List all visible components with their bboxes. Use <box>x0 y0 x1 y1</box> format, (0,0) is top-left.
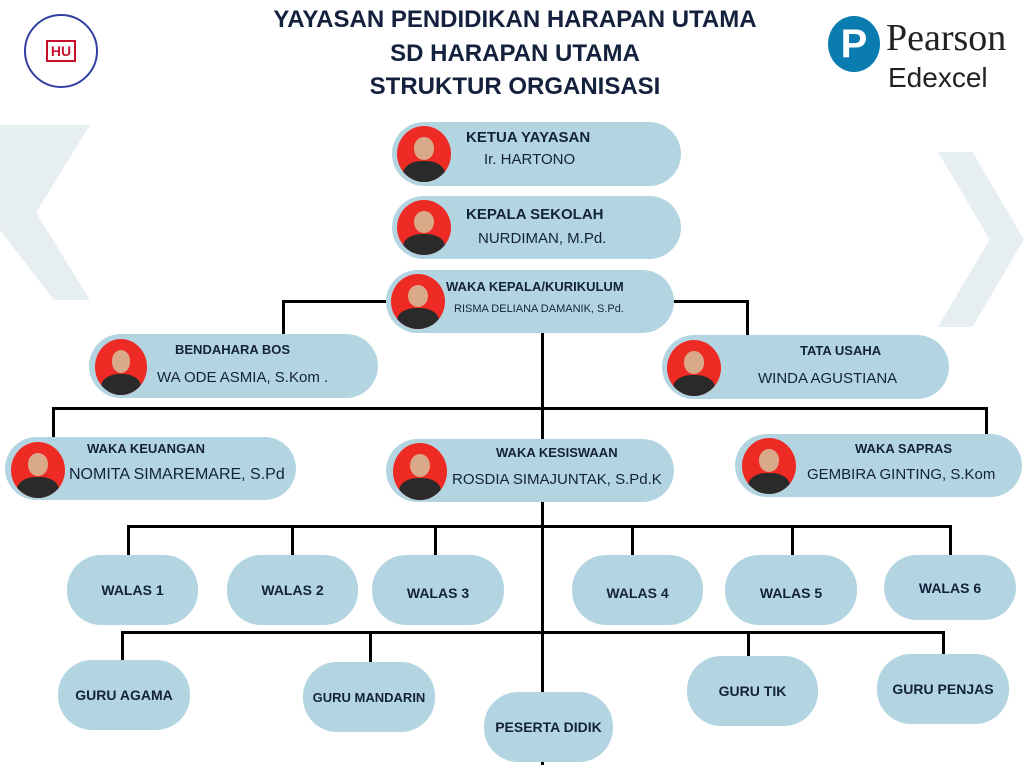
node-kepala-sekolah: KEPALA SEKOLAH NURDIMAN, M.Pd. <box>392 196 681 259</box>
school-logo-text: HU <box>45 40 77 62</box>
connector <box>369 631 372 663</box>
node-name: WINDA AGUSTIANA <box>758 370 898 387</box>
title-structure: STRUKTUR ORGANISASI <box>369 73 661 100</box>
connector <box>127 525 952 528</box>
node-name: RISMA DELIANA DAMANIK, S.Pd. <box>454 303 624 315</box>
decor-chevron-left <box>0 125 90 300</box>
connector <box>673 300 749 303</box>
node-walas-6: WALAS 6 <box>884 555 1016 620</box>
node-walas-1: WALAS 1 <box>67 555 198 625</box>
node-peserta-didik: PESERTA DIDIK <box>484 692 613 762</box>
person-photo <box>11 442 65 498</box>
title-foundation: YAYASAN PENDIDIKAN HARAPAN UTAMA <box>273 6 757 33</box>
title-school: SD HARAPAN UTAMA <box>390 40 640 67</box>
node-walas-5: WALAS 5 <box>725 555 857 625</box>
connector <box>121 631 945 634</box>
connector <box>746 300 749 336</box>
connector <box>791 525 794 555</box>
person-photo <box>391 274 445 329</box>
node-role: BENDAHARA BOS <box>175 342 291 357</box>
connector <box>283 300 388 303</box>
node-walas-3: WALAS 3 <box>372 555 504 625</box>
connector <box>52 407 55 440</box>
connector <box>121 631 124 661</box>
node-ketua-yayasan: KETUA YAYASAN Ir. HARTONO <box>392 122 681 186</box>
node-role: WAKA KEUANGAN <box>87 441 205 456</box>
node-role: WAKA KESISWAAN <box>496 445 618 460</box>
person-photo <box>95 339 147 395</box>
node-name: GEMBIRA GINTING, S.Kom <box>807 466 996 483</box>
connector <box>942 631 945 655</box>
connector <box>291 525 294 555</box>
person-photo <box>393 443 447 500</box>
node-waka-kepala: WAKA KEPALA/KURIKULUM RISMA DELIANA DAMA… <box>386 270 674 333</box>
node-waka-sapras: WAKA SAPRAS GEMBIRA GINTING, S.Kom <box>735 434 1022 497</box>
school-logo: HU <box>24 14 98 88</box>
connector <box>949 525 952 555</box>
connector <box>434 525 437 555</box>
person-photo <box>397 200 451 255</box>
person-photo <box>397 126 451 182</box>
connector <box>127 525 130 555</box>
node-role: KETUA YAYASAN <box>466 129 591 146</box>
node-role: WAKA SAPRAS <box>855 441 953 456</box>
node-name: Ir. HARTONO <box>484 151 576 168</box>
connector <box>541 333 544 765</box>
connector <box>747 631 750 657</box>
connector <box>985 407 988 437</box>
node-guru-tik: GURU TIK <box>687 656 818 726</box>
node-guru-agama: GURU AGAMA <box>58 660 190 730</box>
person-photo <box>742 438 796 494</box>
connector <box>631 525 634 555</box>
node-role: TATA USAHA <box>800 343 882 358</box>
decor-chevron-right <box>938 152 1024 327</box>
node-waka-keuangan: WAKA KEUANGAN NOMITA SIMAREMARE, S.Pd <box>5 437 296 500</box>
node-guru-mandarin: GURU MANDARIN <box>303 662 435 732</box>
connector <box>282 300 285 334</box>
node-tata-usaha: TATA USAHA WINDA AGUSTIANA <box>662 335 949 399</box>
node-role: KEPALA SEKOLAH <box>466 206 604 223</box>
node-waka-kesiswaan: WAKA KESISWAAN ROSDIA SIMAJUNTAK, S.Pd.K <box>386 439 674 502</box>
node-name: ROSDIA SIMAJUNTAK, S.Pd.K <box>452 471 662 488</box>
connector <box>52 407 988 410</box>
node-name: WA ODE ASMIA, S.Kom . <box>157 369 329 386</box>
node-name: NURDIMAN, M.Pd. <box>478 230 607 247</box>
node-bendahara-bos: BENDAHARA BOS WA ODE ASMIA, S.Kom . <box>89 334 378 398</box>
pearson-p-icon: P <box>828 16 880 72</box>
node-role: WAKA KEPALA/KURIKULUM <box>446 279 624 294</box>
node-walas-2: WALAS 2 <box>227 555 358 625</box>
edexcel-text: Edexcel <box>888 62 988 93</box>
pearson-logo: P Pearson Edexcel <box>828 14 1024 104</box>
node-guru-penjas: GURU PENJAS <box>877 654 1009 724</box>
pearson-text: Pearson <box>886 17 1007 59</box>
node-walas-4: WALAS 4 <box>572 555 703 625</box>
node-name: NOMITA SIMAREMARE, S.Pd <box>69 466 285 483</box>
person-photo <box>667 340 721 396</box>
